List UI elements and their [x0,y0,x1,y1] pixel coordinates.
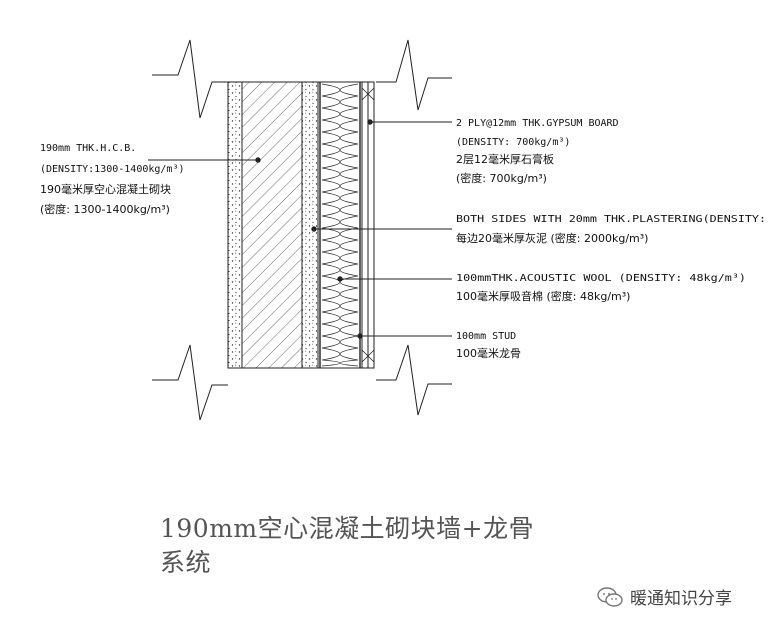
hcb-label-2: (DENSITY:1300-1400kg/m³) [40,164,185,175]
watermark-text: 暖通知识分享 [630,589,732,609]
caption-line-2: 系统 [160,548,212,577]
leader-gypsum [367,119,452,125]
break-line-left-bottom [152,344,228,421]
plaster-label-2: 每边20毫米厚灰泥 (密度: 2000kg/m³) [456,231,648,245]
watermark: 暖通知识分享 [596,584,732,609]
caption-line-1: 190mm空心混凝土砌块墙+龙骨 [160,514,535,543]
gypsum-board-2 [367,81,375,369]
gypsum-label-1: 2 PLY@12mm THK.GYPSUM BOARD [456,118,619,129]
hcb-label-4: (密度: 1300-1400kg/m³) [40,202,170,216]
break-line-right-bottom [376,344,452,416]
gypsum-label-3: 2层12毫米厚石膏板 [456,152,554,166]
gypsum-board-1 [361,81,369,369]
leader-hcb [148,157,261,163]
hcb-label-1: 190mm THK.H.C.B. [40,143,136,154]
wool-label-2: 100毫米厚吸音棉 (密度: 48kg/m³) [456,289,630,303]
stud-label-2: 100毫米龙骨 [456,346,521,360]
wool-label-1: 100mmTHK.ACOUSTIC WOOL (DENSITY: 48kg/m³… [456,273,746,284]
leader-plaster [311,226,452,232]
stud-label-1: 100mm STUD [456,331,516,342]
gypsum-label-2: (DENSITY: 700kg/m³) [456,137,570,148]
leader-stud [357,333,452,339]
break-line-left-top [152,39,228,119]
diagram-caption: 190mm空心混凝土砌块墙+龙骨 系统 [160,512,534,580]
right-plaster-layer [301,81,319,369]
leader-wool [337,276,452,282]
gypsum-board-marks [361,87,375,363]
left-plaster-layer [227,81,243,369]
break-line-right-top [376,39,452,111]
acoustic-wool-wave [321,83,359,367]
wall-section [227,81,375,369]
gypsum-label-4: (密度: 700kg/m³) [456,171,547,185]
hcb-label-3: 190毫米厚空心混凝土砌块 [40,182,171,196]
acoustic-wool-layer [317,81,363,369]
plaster-label-1: BOTH SIDES WITH 20mm THK.PLASTERING(DENS… [456,214,766,225]
wechat-icon [597,586,623,607]
concrete-block-layer [241,81,303,369]
